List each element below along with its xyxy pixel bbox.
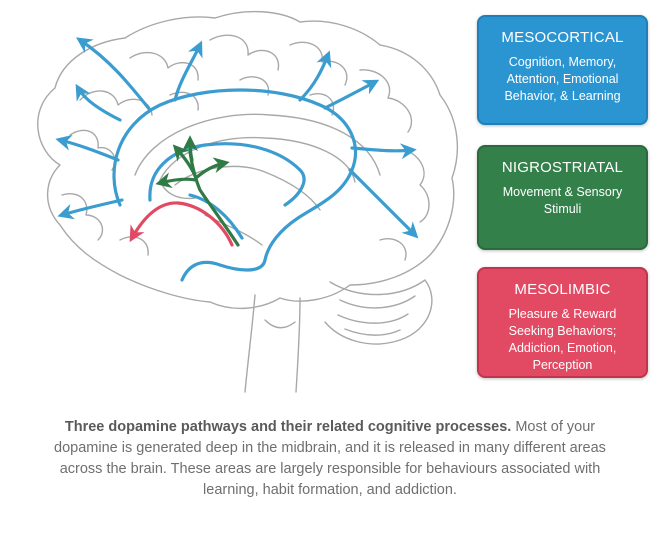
mesocortical-pathway xyxy=(55,37,419,282)
mesocortical-box: MESOCORTICAL Cognition, Memory, Attentio… xyxy=(477,15,648,125)
mesolimbic-pathway xyxy=(129,201,234,247)
caption-heading: Three dopamine pathways and their relate… xyxy=(64,419,512,435)
caption-body: Most of your dopamine is generated deep … xyxy=(54,419,606,498)
figure-caption: Three dopamine pathways and their relate… xyxy=(34,417,626,501)
mesolimbic-title: MESOLIMBIC xyxy=(514,281,611,298)
nigrostriatal-description: Movement & Sensory Stimuli xyxy=(502,185,623,216)
brain-diagram xyxy=(37,10,458,393)
mesolimbic-description: Pleasure & Reward Seeking Behaviors; Add… xyxy=(508,307,617,372)
mesocortical-title: MESOCORTICAL xyxy=(501,29,624,46)
mesolimbic-box: MESOLIMBIC Pleasure & Reward Seeking Beh… xyxy=(477,267,648,378)
nigrostriatal-box: NIGROSTRIATAL Movement & Sensory Stimuli xyxy=(477,145,648,250)
mesocortical-description: Cognition, Memory, Attention, Emotional … xyxy=(504,55,621,103)
nigrostriatal-title: NIGROSTRIATAL xyxy=(501,159,624,176)
brain-outline xyxy=(37,10,458,393)
nigrostriatal-pathway xyxy=(155,135,240,247)
